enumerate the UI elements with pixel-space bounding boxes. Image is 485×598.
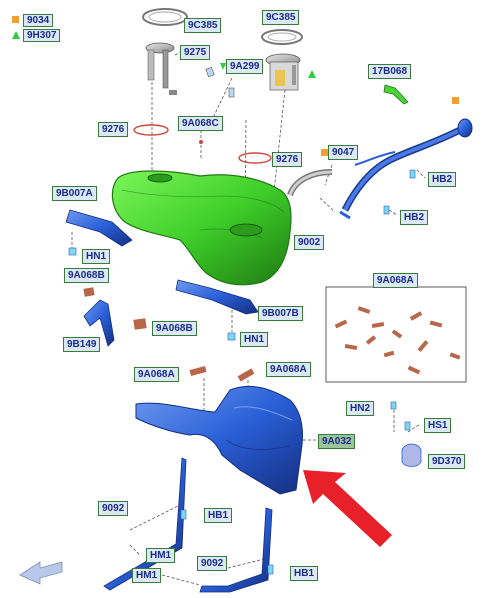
sender-clip: [228, 87, 235, 98]
pad-kit-pads: [334, 306, 461, 375]
screw-hs1: [404, 421, 411, 431]
orange-square-marker-2: [321, 149, 328, 156]
bolt-hb1-a: [180, 509, 187, 520]
gasket-ring-right-inner: [267, 32, 297, 42]
bolt-hb2-b: [383, 205, 390, 215]
label-9a068b-right[interactable]: 9A068B: [152, 321, 197, 336]
filler-pipe: [339, 118, 473, 220]
label-9275[interactable]: 9275: [180, 45, 211, 60]
gasket-ring-right: [261, 29, 303, 45]
label-9a068a-left[interactable]: 9A068A: [134, 367, 179, 382]
nut-hn1-a: [68, 247, 77, 256]
label-9a068c[interactable]: 9A068C: [178, 116, 223, 131]
legend-code-9h307: 9H307: [23, 29, 61, 42]
label-hm1-upper[interactable]: HM1: [146, 548, 176, 563]
strap-9092-right: [199, 507, 273, 593]
heat-shield-9a032: [135, 385, 303, 495]
label-hb2-lower[interactable]: HB2: [400, 210, 429, 225]
label-9002[interactable]: 9002: [294, 235, 325, 250]
legend-item-9h307: 9H307: [12, 29, 61, 42]
pad-9a068b-right: [133, 318, 147, 330]
label-hb2-upper[interactable]: HB2: [428, 172, 457, 187]
clip-9d370: [401, 443, 422, 467]
label-9b007a[interactable]: 9B007A: [52, 186, 97, 201]
nut-hn2: [390, 401, 397, 410]
label-9d370[interactable]: 9D370: [428, 454, 466, 469]
label-9a068a-right[interactable]: 9A068A: [266, 362, 311, 377]
pump-seal-right: [238, 152, 272, 164]
filler-clip: [383, 84, 409, 105]
orange-square-icon: [12, 16, 19, 23]
gasket-ring-left-inner: [148, 11, 182, 23]
sender-bracket: [205, 66, 215, 78]
nut-hn1-b: [227, 332, 236, 341]
callout-arrow: [303, 470, 392, 547]
gasket-ring-left: [142, 8, 188, 26]
small-seal: [199, 140, 203, 144]
green-triangle-icon: [12, 31, 20, 39]
heat-shield-9b007b: [175, 279, 259, 315]
label-9b007b[interactable]: 9B007B: [258, 306, 303, 321]
legend-item-9034: 9034: [12, 14, 54, 27]
legend-code-9034: 9034: [23, 14, 54, 27]
fuel-tank: [111, 170, 292, 286]
label-hs1[interactable]: HS1: [424, 418, 452, 433]
heat-shield-9b007a: [65, 209, 133, 247]
label-hb1-lower[interactable]: HB1: [290, 566, 319, 581]
fuel-pump-module-right: [265, 53, 301, 91]
green-triangle-marker-2: [220, 63, 226, 70]
pad-9a068b-left: [83, 287, 95, 297]
forward-direction-arrow: [19, 561, 63, 585]
label-9092-right[interactable]: 9092: [197, 556, 228, 571]
label-hn2[interactable]: HN2: [346, 401, 375, 416]
pad-9a068a-left: [189, 366, 207, 376]
vent-hose-highlight: [288, 170, 333, 196]
fuel-pump-module-left: [145, 42, 177, 95]
bolt-hb2-a: [409, 169, 416, 179]
label-9276-left[interactable]: 9276: [98, 122, 129, 137]
label-hb1-upper[interactable]: HB1: [204, 508, 233, 523]
pad-9a068a-right: [237, 368, 255, 382]
label-9a299[interactable]: 9A299: [226, 59, 264, 74]
label-9a032[interactable]: 9A032: [318, 434, 356, 449]
label-9c385-right[interactable]: 9C385: [262, 10, 300, 25]
label-9a068b-left[interactable]: 9A068B: [64, 268, 109, 283]
label-9a068a-box[interactable]: 9A068A: [373, 273, 418, 288]
label-9c385-left[interactable]: 9C385: [184, 18, 222, 33]
label-hn1-right[interactable]: HN1: [240, 332, 269, 347]
label-9047[interactable]: 9047: [328, 145, 359, 160]
label-hm1-lower[interactable]: HM1: [132, 568, 162, 583]
label-9276-right[interactable]: 9276: [272, 152, 303, 167]
pump-seal-left: [133, 124, 169, 136]
orange-square-marker-1: [452, 97, 459, 104]
label-9092-left[interactable]: 9092: [98, 501, 129, 516]
green-triangle-marker: [308, 70, 316, 78]
label-hn1-left[interactable]: HN1: [82, 249, 111, 264]
label-17b068[interactable]: 17B068: [368, 64, 412, 79]
label-9b149[interactable]: 9B149: [63, 337, 101, 352]
bolt-hb1-b: [267, 564, 274, 575]
bracket-9b149: [83, 299, 115, 347]
